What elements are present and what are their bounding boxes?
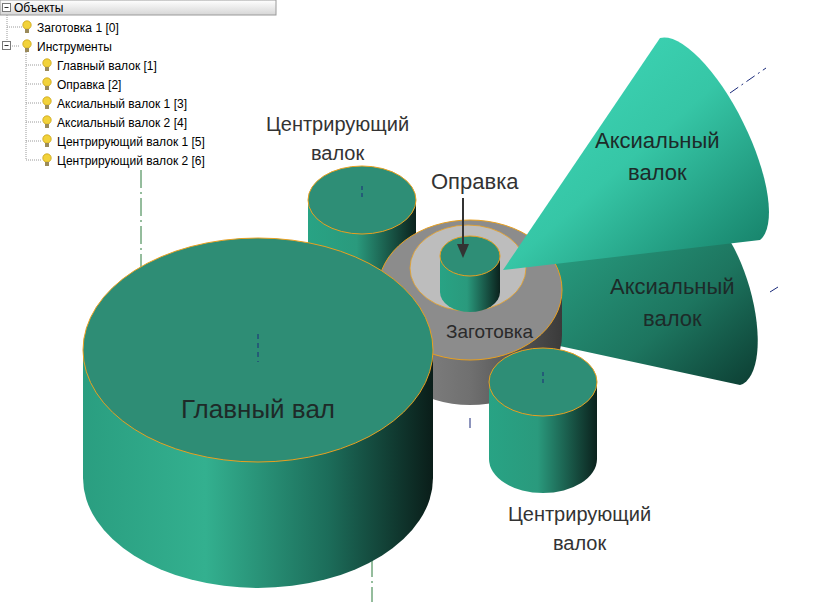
- tree-item: Аксиальный валок 1 [3]: [57, 96, 187, 112]
- workpiece-label: Заготовка: [446, 318, 533, 346]
- node-text: Главный вал: [181, 391, 335, 429]
- centering-roll-bottom: [489, 348, 597, 493]
- tree-item: Аксиальный валок 2 [4]: [57, 115, 187, 131]
- tree-item: Центрирующий валок 2 [6]: [57, 153, 205, 169]
- object-tree: [0, 0, 276, 166]
- tree-item: Оправка [2]: [57, 77, 121, 93]
- main-roll-label: Главный вал: [181, 391, 335, 429]
- node-text: Заготовка: [446, 318, 533, 346]
- callout-arrow: [457, 198, 469, 258]
- node-text: Центрирующий валок: [266, 110, 409, 168]
- cone-label: Аксиальный валок: [595, 125, 720, 189]
- axial-cone-upper: [503, 37, 769, 270]
- tree-item: Центрирующий валок 1 [5]: [57, 134, 205, 150]
- tree-item: Главный валок [1]: [57, 58, 157, 74]
- node-text: Центрирующий валок: [508, 500, 651, 558]
- main-roll: [83, 238, 433, 588]
- roll-label: Центрирующий валок: [266, 110, 409, 168]
- panel-title: Объекты: [14, 0, 64, 16]
- callout-label: Оправка: [431, 169, 519, 195]
- mandrel: [440, 236, 500, 312]
- tree-item: Заготовка 1 [0]: [37, 20, 119, 36]
- node-text: Аксиальный валок: [595, 125, 720, 189]
- cone-label: Аксиальный валок: [610, 271, 735, 335]
- node-text: Аксиальный валок: [610, 271, 735, 335]
- tree-item: Инструменты: [37, 39, 112, 55]
- roll-label: Центрирующий валок: [508, 500, 651, 558]
